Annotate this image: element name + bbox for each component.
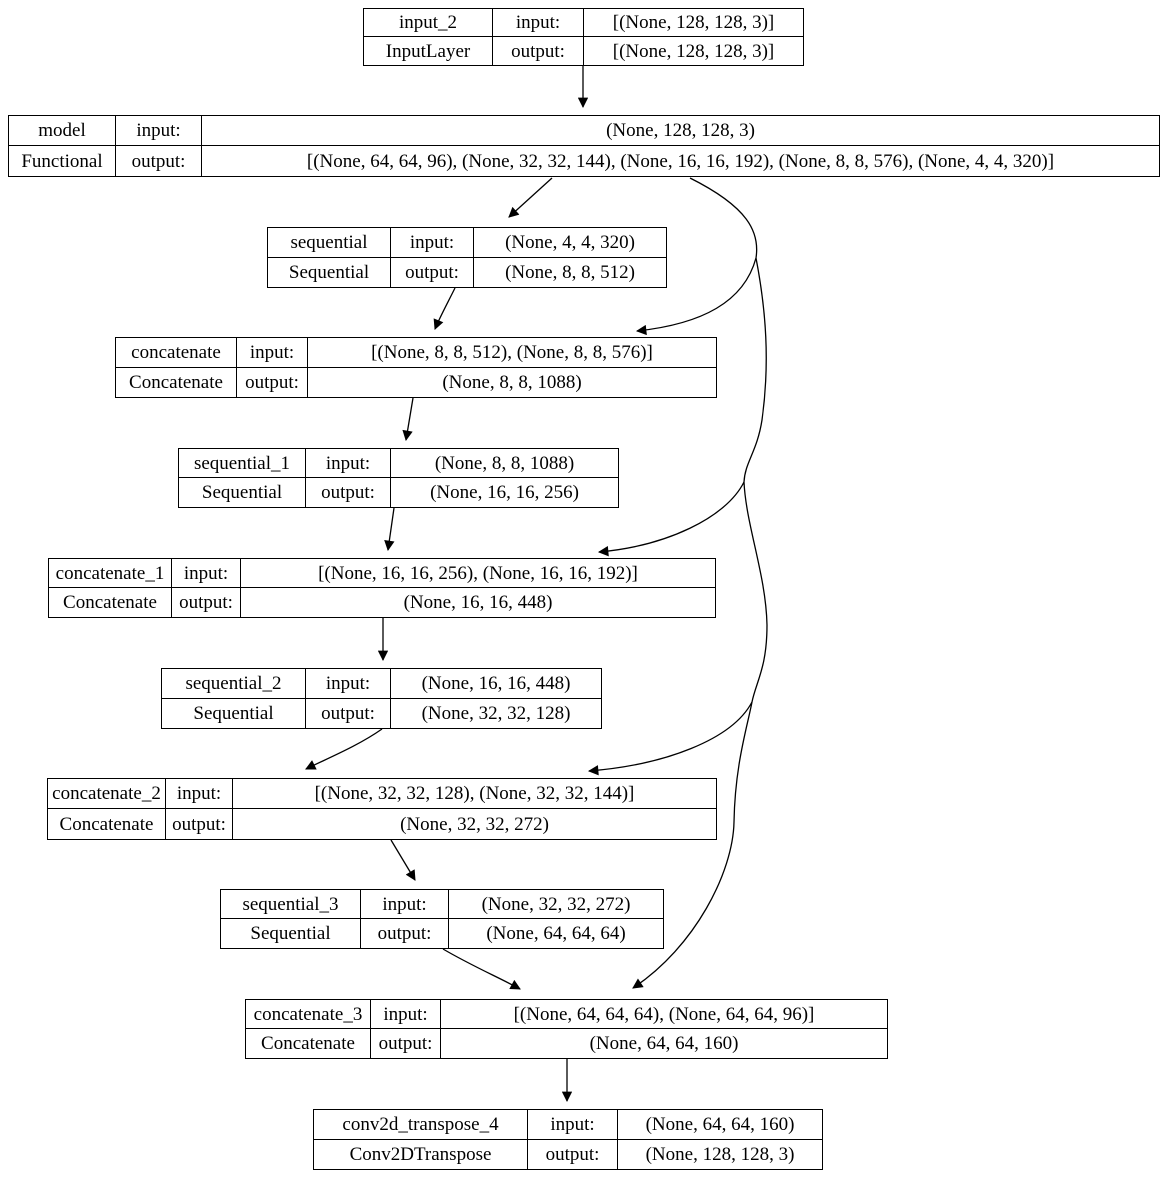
input-shape: (None, 4, 4, 320) xyxy=(474,228,666,258)
layer-name: concatenate_3 xyxy=(246,1000,371,1029)
layer-type: Sequential xyxy=(268,257,391,287)
output-label: output: xyxy=(306,478,391,507)
layer-name: model xyxy=(9,116,116,146)
layer-name: concatenate_1 xyxy=(49,559,172,588)
edge-model-to-concatenate_2 xyxy=(587,701,753,776)
input-shape: (None, 8, 8, 1088) xyxy=(391,449,618,478)
output-label: output: xyxy=(172,588,241,617)
edge-sequential_3-to-concatenate_3 xyxy=(442,948,521,990)
output-label: output: xyxy=(391,257,474,287)
edge-concatenate_2-to-sequential_3 xyxy=(390,839,416,881)
layer-name: sequential xyxy=(268,228,391,258)
edge-concatenate-to-sequential_1 xyxy=(402,397,414,442)
layer-type: InputLayer xyxy=(364,37,493,65)
output-label: output: xyxy=(361,919,449,948)
layer-name: concatenate xyxy=(116,338,237,368)
layer-name: concatenate_2 xyxy=(48,779,166,809)
layer-type: Sequential xyxy=(179,478,306,507)
node-concatenate_3: concatenate_3 input: [(None, 64, 64, 64)… xyxy=(245,999,888,1059)
output-shape: (None, 16, 16, 256) xyxy=(430,482,579,503)
input-label: input: xyxy=(528,1110,618,1140)
output-label: output: xyxy=(528,1139,618,1169)
layer-type: Concatenate xyxy=(48,809,166,839)
input-shape: (None, 64, 64, 160) xyxy=(618,1110,822,1140)
edge-model-trunk-a xyxy=(743,257,767,483)
output-shape: (None, 8, 8, 1088) xyxy=(442,371,582,393)
output-shape: (None, 64, 64, 64) xyxy=(486,923,626,944)
layer-name: sequential_1 xyxy=(179,449,306,478)
node-conv2d_transpose_4: conv2d_transpose_4 input: (None, 64, 64,… xyxy=(313,1109,823,1170)
input-shape: [(None, 32, 32, 128), (None, 32, 32, 144… xyxy=(233,779,716,809)
input-shape: (None, 32, 32, 272) xyxy=(449,890,663,919)
input-label: input: xyxy=(306,669,391,699)
input-label: input: xyxy=(237,338,308,368)
node-concatenate: concatenate input: [(None, 8, 8, 512), (… xyxy=(115,337,717,398)
input-label: input: xyxy=(172,559,241,588)
output-shape: (None, 16, 16, 448) xyxy=(403,592,553,613)
output-label: output: xyxy=(166,809,233,839)
layer-type: Concatenate xyxy=(246,1029,371,1058)
edge-model-trunk-upper xyxy=(689,177,758,259)
layer-name: sequential_2 xyxy=(162,669,306,699)
node-input_2: input_2 input: [(None, 128, 128, 3)] Inp… xyxy=(363,8,804,66)
layer-name: input_2 xyxy=(364,9,493,37)
input-label: input: xyxy=(306,449,391,478)
output-label: output: xyxy=(237,367,308,397)
input-shape: [(None, 128, 128, 3)] xyxy=(584,9,803,37)
layer-type: Sequential xyxy=(221,919,361,948)
edge-sequential_2-to-concatenate_2 xyxy=(305,728,383,770)
layer-name: sequential_3 xyxy=(221,890,361,919)
node-sequential_1: sequential_1 input: (None, 8, 8, 1088) S… xyxy=(178,448,619,508)
output-shape: (None, 64, 64, 160) xyxy=(589,1033,739,1054)
input-shape: (None, 128, 128, 3) xyxy=(202,116,1159,146)
output-shape: (None, 32, 32, 272) xyxy=(400,813,549,835)
layer-type: Conv2DTranspose xyxy=(314,1139,528,1169)
layer-type: Sequential xyxy=(162,698,306,728)
layer-name: conv2d_transpose_4 xyxy=(314,1110,528,1140)
node-concatenate_1: concatenate_1 input: [(None, 16, 16, 256… xyxy=(48,558,716,618)
edge-model-trunk-b xyxy=(743,481,768,703)
output-label: output: xyxy=(371,1029,441,1058)
output-shape: (None, 32, 32, 128) xyxy=(421,702,571,724)
input-shape: [(None, 16, 16, 256), (None, 16, 16, 192… xyxy=(241,559,715,588)
node-sequential_2: sequential_2 input: (None, 16, 16, 448) … xyxy=(161,668,602,729)
layer-type: Concatenate xyxy=(49,588,172,617)
input-label: input: xyxy=(493,9,584,37)
output-label: output: xyxy=(493,37,584,65)
input-shape: (None, 16, 16, 448) xyxy=(391,669,601,699)
node-sequential: sequential input: (None, 4, 4, 320) Sequ… xyxy=(267,227,667,288)
input-shape: [(None, 8, 8, 512), (None, 8, 8, 576)] xyxy=(308,338,716,368)
output-label: output: xyxy=(116,146,202,176)
input-label: input: xyxy=(116,116,202,146)
edge-sequential_1-to-concatenate_1 xyxy=(384,507,395,552)
output-label: output: xyxy=(306,698,391,728)
input-label: input: xyxy=(391,228,474,258)
input-label: input: xyxy=(371,1000,441,1029)
output-shape: [(None, 64, 64, 96), (None, 32, 32, 144)… xyxy=(306,150,1055,172)
edge-sequential-to-concatenate xyxy=(433,287,456,330)
layer-type: Concatenate xyxy=(116,367,237,397)
output-shape: (None, 128, 128, 3) xyxy=(645,1143,795,1165)
node-model: model input: (None, 128, 128, 3) Functio… xyxy=(8,115,1160,177)
node-sequential_3: sequential_3 input: (None, 32, 32, 272) … xyxy=(220,889,664,949)
output-shape: [(None, 128, 128, 3)] xyxy=(612,40,775,62)
input-label: input: xyxy=(361,890,449,919)
output-shape: (None, 8, 8, 512) xyxy=(505,261,635,283)
layer-type: Functional xyxy=(9,146,116,176)
input-shape: [(None, 64, 64, 64), (None, 64, 64, 96)] xyxy=(441,1000,887,1029)
edge-model-to-concatenate_1 xyxy=(597,481,745,557)
edge-model-to-sequential xyxy=(508,177,553,218)
input-label: input: xyxy=(166,779,233,809)
node-concatenate_2: concatenate_2 input: [(None, 32, 32, 128… xyxy=(47,778,717,840)
